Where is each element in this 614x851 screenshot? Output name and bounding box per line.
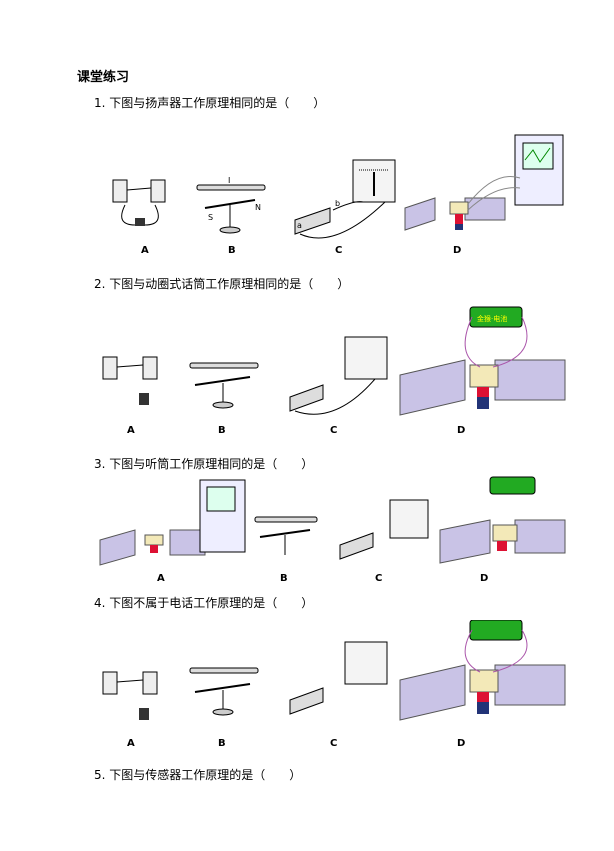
battery-setup-icon bbox=[399, 619, 566, 721]
question-3: 3. 下图与听筒工作原理相同的是（ ） bbox=[94, 457, 314, 471]
section-title: 课堂练习 bbox=[77, 70, 130, 85]
galvanometer-icon bbox=[339, 499, 429, 560]
option-a[interactable]: A bbox=[157, 573, 165, 584]
figure-row-2-drawing: 金猴·电池 bbox=[102, 306, 566, 416]
option-d[interactable]: D bbox=[480, 573, 489, 584]
figure-row-1-drawing: S N I a b bbox=[112, 134, 564, 239]
galvanometer-icon: a b bbox=[294, 159, 396, 239]
svg-text:I: I bbox=[228, 176, 230, 185]
option-c[interactable]: C bbox=[375, 573, 383, 584]
option-d[interactable]: D bbox=[453, 245, 462, 256]
magnet-apparatus-icon bbox=[112, 179, 166, 226]
galvanometer-icon bbox=[289, 641, 388, 715]
svg-text:b: b bbox=[335, 199, 340, 208]
figure-row-3: A B C D bbox=[95, 475, 575, 590]
magnet-apparatus-icon bbox=[102, 671, 158, 720]
svg-text:a: a bbox=[297, 221, 302, 230]
magnet-apparatus-icon bbox=[102, 356, 158, 405]
option-c[interactable]: C bbox=[330, 738, 338, 749]
svg-text:金猴·电池: 金猴·电池 bbox=[477, 314, 507, 323]
compass-needle-icon bbox=[189, 362, 259, 409]
oscilloscope-setup-icon bbox=[99, 479, 246, 566]
option-a[interactable]: A bbox=[127, 425, 135, 436]
compass-needle-icon bbox=[254, 516, 318, 555]
compass-needle-icon bbox=[189, 667, 259, 716]
option-d[interactable]: D bbox=[457, 738, 466, 749]
option-c[interactable]: C bbox=[335, 245, 343, 256]
compass-needle-icon: S N I bbox=[196, 176, 266, 234]
option-b[interactable]: B bbox=[218, 425, 226, 436]
option-d[interactable]: D bbox=[457, 425, 466, 436]
question-4: 4. 下图不属于电话工作原理的是（ ） bbox=[94, 596, 314, 610]
option-a[interactable]: A bbox=[127, 738, 135, 749]
question-2: 2. 下图与动圈式话筒工作原理相同的是（ ） bbox=[94, 277, 350, 291]
svg-text:N: N bbox=[255, 203, 261, 212]
figure-row-4: A B C D bbox=[95, 619, 575, 755]
figure-row-2: 金猴·电池 A B C D bbox=[95, 305, 575, 445]
battery-setup-icon: 金猴·电池 bbox=[399, 306, 566, 416]
option-c[interactable]: C bbox=[330, 425, 338, 436]
oscilloscope-setup-icon bbox=[404, 134, 564, 231]
figure-row-4-drawing bbox=[102, 619, 566, 721]
option-b[interactable]: B bbox=[228, 245, 236, 256]
figure-row-3-drawing bbox=[99, 476, 566, 566]
option-b[interactable]: B bbox=[218, 738, 226, 749]
battery-setup-icon bbox=[439, 476, 566, 564]
question-1: 1. 下图与扬声器工作原理相同的是（ ） bbox=[94, 96, 326, 110]
question-5: 5. 下图与传感器工作原理的是（ ） bbox=[94, 768, 302, 782]
option-a[interactable]: A bbox=[141, 245, 149, 256]
option-b[interactable]: B bbox=[280, 573, 288, 584]
figure-row-1: S N I a b A B C D bbox=[95, 130, 575, 265]
galvanometer-icon bbox=[289, 336, 388, 415]
svg-text:S: S bbox=[208, 213, 213, 222]
